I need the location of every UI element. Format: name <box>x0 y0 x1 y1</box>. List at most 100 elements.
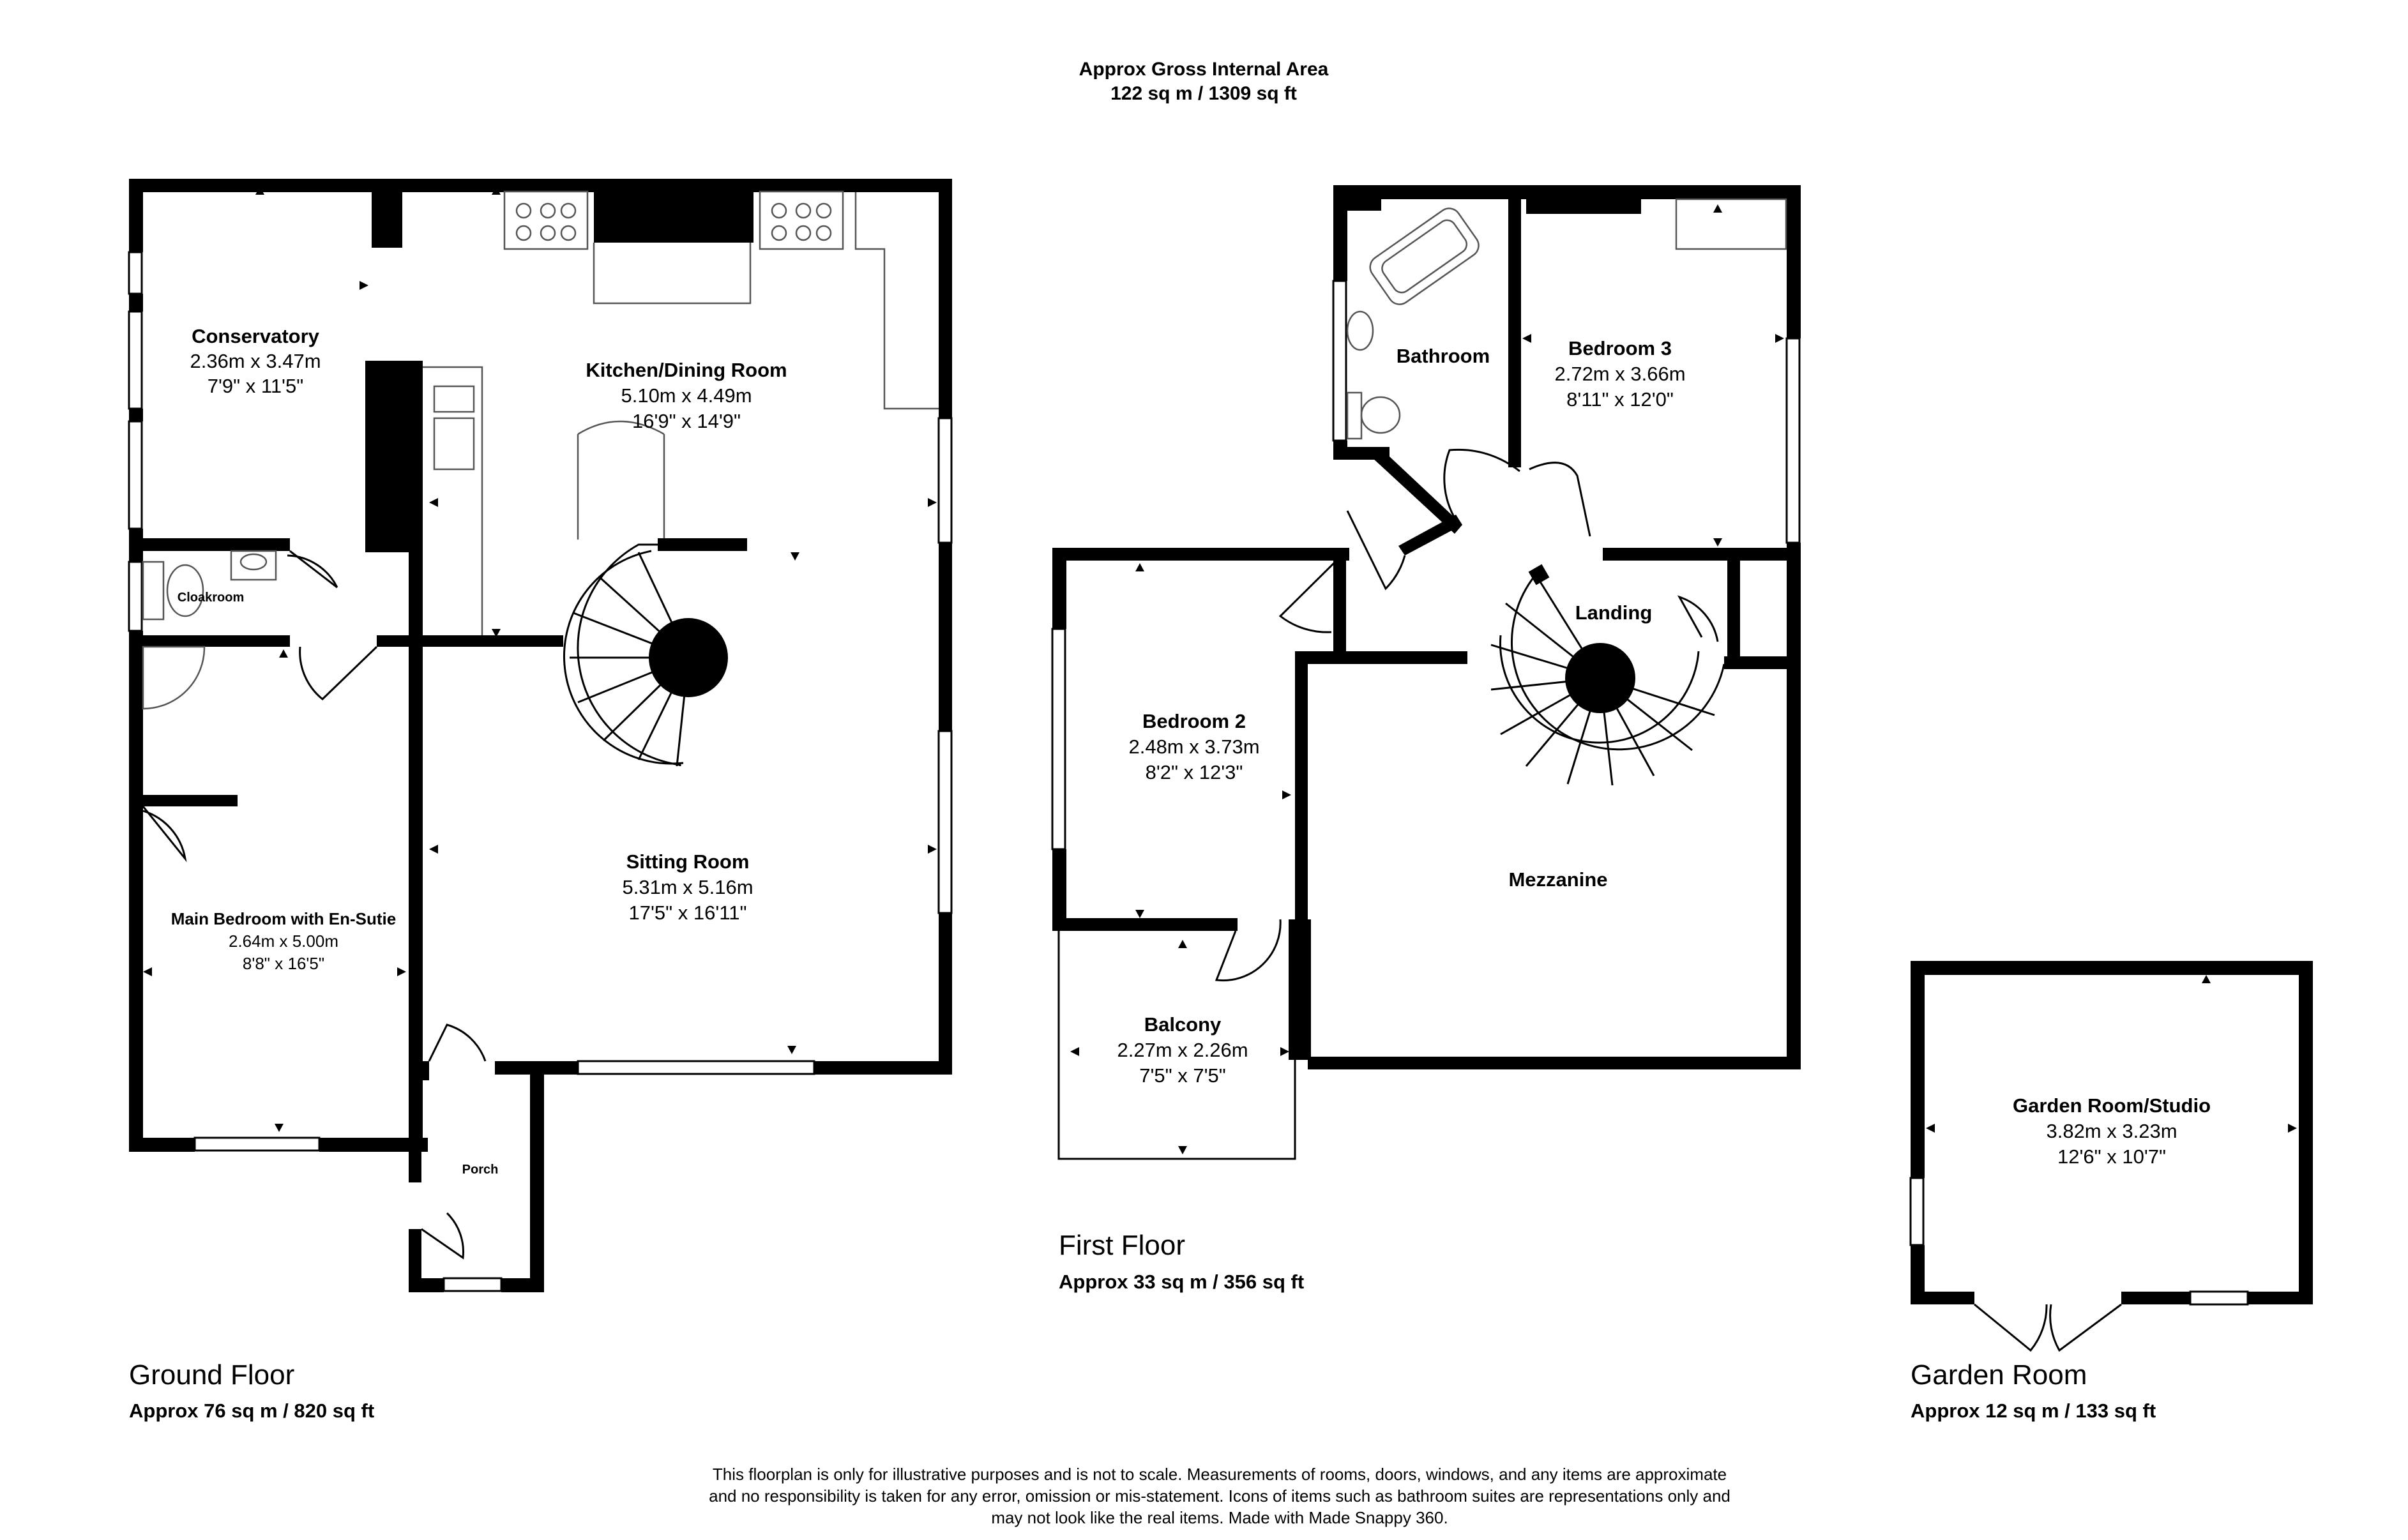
floor-area-garden: Approx 12 sq m / 133 sq ft <box>1911 1400 2156 1422</box>
dimension-arrow <box>1178 940 1187 948</box>
dimension-arrow <box>1926 1124 1935 1133</box>
dimension-arrow <box>2202 975 2211 983</box>
wall <box>2299 961 2313 1304</box>
shower-icon <box>142 645 206 710</box>
window <box>1785 337 1801 544</box>
window <box>937 417 953 544</box>
wall <box>594 179 753 243</box>
dimension-arrow <box>928 498 937 507</box>
floor-name-garden: Garden Room <box>1911 1359 2087 1391</box>
window <box>443 1277 503 1292</box>
door-swing <box>1974 1303 2048 1352</box>
dimension-arrow <box>787 1046 796 1054</box>
wall <box>377 635 423 647</box>
door-swing <box>428 1023 487 1062</box>
dimension-arrow <box>1775 334 1784 343</box>
dimension-arrow <box>928 845 937 854</box>
room-metric-balcony: 2.27m x 2.26m <box>1117 1039 1248 1061</box>
toilet-icon <box>1346 391 1363 440</box>
wall <box>1295 651 1308 945</box>
room-name-mezzanine: Mezzanine <box>1508 868 1607 891</box>
room-name-porch: Porch <box>462 1163 499 1177</box>
window <box>2189 1290 2249 1306</box>
header-area: 122 sq m / 1309 sq ft <box>1110 83 1297 104</box>
spiral-staircase <box>1490 564 1725 786</box>
dimension-arrow <box>279 649 288 658</box>
dimension-arrow <box>492 186 501 195</box>
wall <box>1787 185 1801 1069</box>
disclaimer-line-3: may not look like the real items. Made w… <box>991 1508 1448 1527</box>
dimension-arrow <box>143 967 152 976</box>
first-floor-plan <box>1051 185 1802 1160</box>
room-metric-kitchen: 5.10m x 4.49m <box>621 384 752 407</box>
room-imperial-kitchen: 16'9" x 14'9" <box>632 410 741 432</box>
wall <box>1727 548 1740 663</box>
dimension-arrow <box>1178 1146 1187 1154</box>
disclaimer-line-2: and no responsibility is taken for any e… <box>709 1486 1730 1506</box>
wall <box>939 179 952 1073</box>
wall <box>1052 548 1337 561</box>
dimension-arrow <box>492 629 501 637</box>
wall <box>1289 919 1311 1060</box>
disclaimer-line-1: This floorplan is only for illustrative … <box>713 1465 1727 1484</box>
worktop <box>854 192 939 410</box>
window <box>937 730 953 914</box>
room-imperial-bedroom2: 8'2" x 12'3" <box>1146 761 1243 783</box>
floor-name-ground: Ground Floor <box>129 1359 294 1391</box>
window <box>128 310 143 410</box>
window <box>128 420 143 530</box>
wall <box>1635 185 1801 199</box>
room-metric-bedroom2: 2.48m x 3.73m <box>1128 736 1259 758</box>
dimension-arrow <box>1713 204 1722 213</box>
door-swing <box>1278 559 1338 633</box>
floor-name-first: First Floor <box>1059 1230 1185 1261</box>
wall <box>129 179 951 192</box>
hob-icon <box>503 190 589 250</box>
wall <box>1052 918 1238 931</box>
room-name-kitchen: Kitchen/Dining Room <box>586 359 787 381</box>
floor-area-ground: Approx 76 sq m / 820 sq ft <box>129 1400 374 1422</box>
hob-icon <box>759 190 844 250</box>
wall <box>365 361 423 552</box>
door-swing <box>1443 448 1520 525</box>
wall <box>1308 651 1467 664</box>
dimension-arrow <box>791 552 799 561</box>
room-imperial-sitting: 17'5" x 16'11" <box>629 902 747 924</box>
basin-icon <box>230 550 277 581</box>
window <box>1051 628 1066 850</box>
sink-icon <box>433 417 475 471</box>
floor-area-first: Approx 33 sq m / 356 sq ft <box>1059 1271 1304 1293</box>
sink-icon <box>433 385 475 413</box>
wall <box>1911 1292 1974 1304</box>
basin-icon <box>1346 310 1374 351</box>
door-swing <box>142 806 187 863</box>
dimension-arrow <box>1135 910 1144 918</box>
room-metric-garden-room: 3.82m x 3.23m <box>2046 1120 2177 1142</box>
room-metric-conservatory: 2.36m x 3.47m <box>190 350 321 372</box>
wall <box>1526 192 1641 214</box>
wardrobe <box>1675 198 1787 250</box>
wall <box>409 638 423 1149</box>
window <box>1909 1177 1925 1246</box>
door-swing <box>299 645 378 700</box>
room-metric-bedroom3: 2.72m x 3.66m <box>1554 363 1685 385</box>
door-swing <box>2049 1303 2122 1352</box>
balcony-rail <box>1057 931 1296 1160</box>
dimension-arrow <box>255 186 264 195</box>
room-metric-sitting: 5.31m x 5.16m <box>622 876 753 898</box>
window <box>128 561 143 632</box>
wall <box>372 179 402 248</box>
room-name-landing: Landing <box>1575 601 1653 624</box>
worktop <box>423 366 483 635</box>
window <box>1332 280 1347 442</box>
dimension-arrow <box>429 845 438 854</box>
room-name-bathroom: Bathroom <box>1397 345 1490 367</box>
wall <box>1333 185 1381 211</box>
spiral-staircase <box>563 543 747 767</box>
wall <box>530 1061 544 1292</box>
dimension-arrow <box>429 498 438 507</box>
wall <box>1333 548 1346 656</box>
dimension-arrow <box>1713 538 1722 547</box>
dimension-arrow <box>360 281 368 290</box>
dimension-arrow <box>1522 334 1531 343</box>
